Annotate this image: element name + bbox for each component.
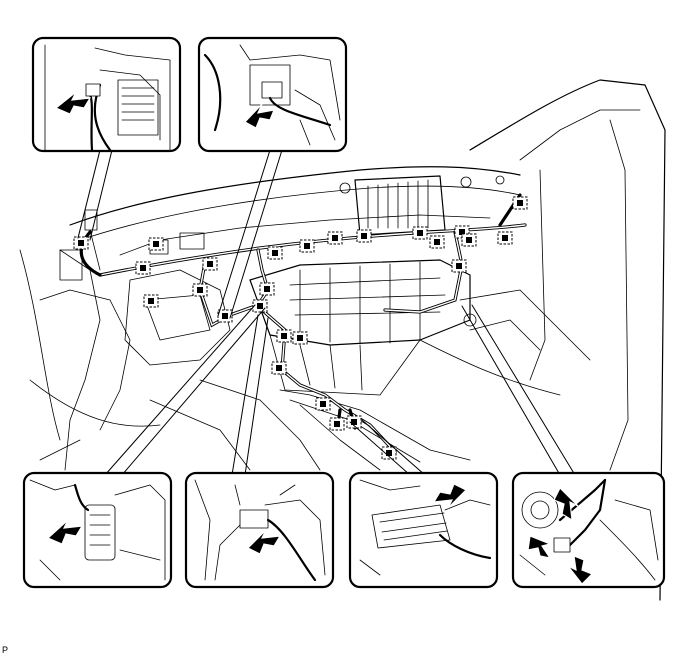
connector-close-up-icon [194,479,326,582]
clamp-marker [252,299,268,313]
clamp-marker [143,294,159,308]
inset-bottom-1 [22,471,173,589]
arrow-icon [244,103,275,129]
inset-bottom-3 [348,471,499,589]
clamp-marker [412,226,428,240]
clamp-marker [271,361,287,375]
arrow-icon [567,555,594,585]
connector-close-up-icon [44,44,171,152]
arrow-icon [553,486,579,522]
arrow-icon [246,529,282,555]
connector-close-up-icon [203,44,341,146]
connector-close-up-icon [29,479,166,581]
clamp-marker [135,261,151,275]
clamp-marker [259,282,275,296]
clamp-marker [267,246,283,260]
connector-close-up-icon [519,478,659,581]
clamp-marker [429,235,445,249]
connector-close-up-icon [359,479,492,576]
clamp-marker [299,239,315,253]
inset-bottom-4 [511,471,666,589]
clamp-marker [148,237,164,251]
clamp-marker [327,231,343,245]
clamp-marker [73,236,89,250]
inset-top-left [31,36,182,153]
clamp-marker [217,309,233,323]
clamp-marker [329,417,345,431]
clamp-marker [451,259,467,273]
figure-code-label: P [2,645,9,655]
clamp-marker [381,446,397,460]
arrow-icon [432,483,468,509]
inset-bottom-2 [184,471,335,589]
clamp-marker [512,196,528,210]
arrow-icon [46,519,84,545]
clamp-markers [73,196,528,460]
clamp-marker [356,229,372,243]
clamp-marker [202,257,218,271]
arrow-icon [54,91,92,115]
leader-lines [77,149,576,476]
clamp-marker [292,331,308,345]
inset-top-middle [197,36,348,153]
clamp-marker [497,231,513,245]
arrow-icon [527,535,552,559]
clamp-marker [346,415,362,429]
clamp-marker [315,397,331,411]
clamp-marker [192,283,208,297]
clamp-marker [276,329,292,343]
clamp-marker [461,233,477,247]
